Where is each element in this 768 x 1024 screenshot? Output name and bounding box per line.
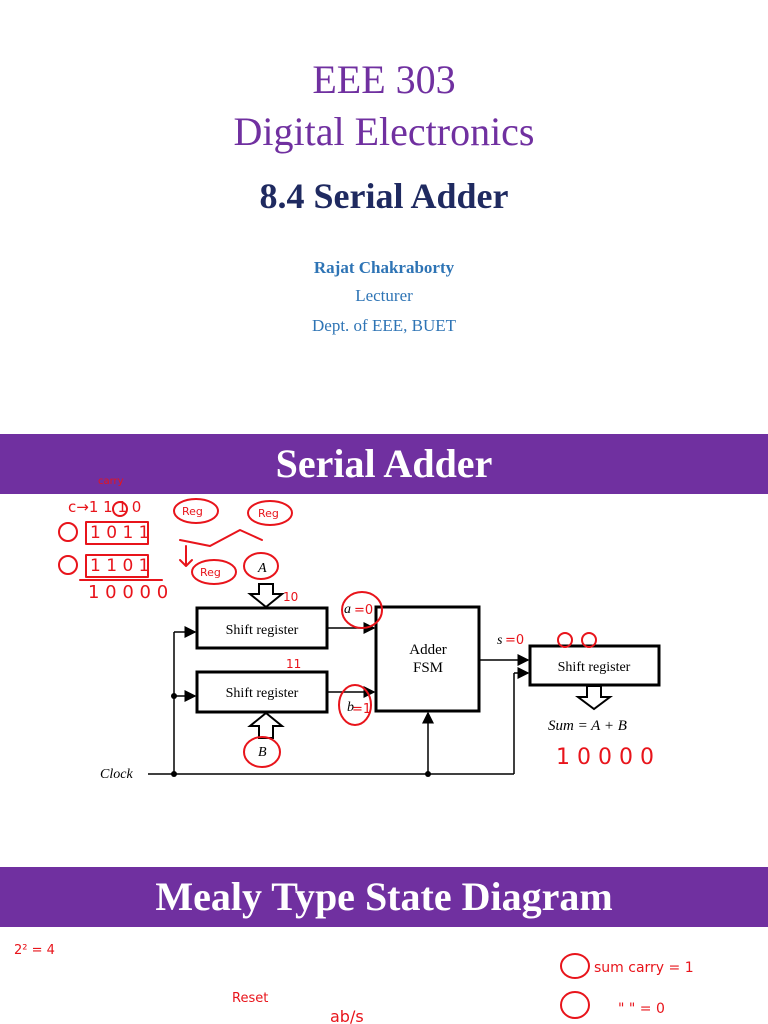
note-reset: Reset xyxy=(232,991,268,1006)
b-signal-label: b xyxy=(347,700,354,715)
course-code: EEE 303 xyxy=(312,57,456,102)
s-signal-label: s xyxy=(497,633,503,648)
mealy-banner: Mealy Type State Diagram xyxy=(0,867,768,927)
note-reg-3: Reg xyxy=(200,566,221,579)
handwritten-annotations: carry c→1 1 1 0 1 0 1 1 1 1 0 1 1 0 0 0 … xyxy=(14,476,694,1024)
shift-register-b-label: Shift register xyxy=(226,686,299,701)
course-title: Digital Electronics xyxy=(233,109,535,154)
a-signal-label: a xyxy=(344,602,351,617)
adder-fsm-label-2: FSM xyxy=(413,660,443,676)
shift-register-a-label: Shift register xyxy=(226,623,299,638)
shift-register-sum-label: Shift register xyxy=(558,660,631,675)
note-b-row: 1 1 0 1 xyxy=(90,556,149,576)
note-reg-2: Reg xyxy=(258,507,279,520)
note-s-value: =0 xyxy=(505,633,524,648)
note-reg-1: Reg xyxy=(182,505,203,518)
sum-equation: Sum = A + B xyxy=(548,718,627,734)
adder-fsm-label-1: Adder xyxy=(409,642,447,658)
input-b-label: B xyxy=(258,745,267,760)
author-role: Lecturer xyxy=(355,286,413,305)
input-b-arrow xyxy=(247,711,285,739)
section-title: 8.4 Serial Adder xyxy=(259,176,509,216)
input-a-arrow xyxy=(247,583,285,609)
clock-label: Clock xyxy=(100,767,133,782)
note-a-value: =0 xyxy=(354,603,373,618)
sum-arrow xyxy=(575,685,613,711)
note-sum-value: 1 0 0 0 0 xyxy=(556,745,654,770)
author-name: Rajat Chakraborty xyxy=(313,258,455,277)
serial-adder-banner: Serial Adder xyxy=(0,434,768,494)
adder-fsm xyxy=(374,605,481,713)
note-abs: ab/s xyxy=(330,1007,364,1024)
note-sum-carry: sum carry = 1 xyxy=(594,960,694,976)
note-carry: carry xyxy=(98,476,124,487)
note-a-row: 1 0 1 1 xyxy=(90,523,149,543)
note-b-value: =1 xyxy=(352,702,371,717)
note-result-row: 1 0 0 0 0 xyxy=(88,582,168,603)
shift-register-b xyxy=(195,670,329,714)
note-eleven: 11 xyxy=(286,657,301,671)
note-power: 2² = 4 xyxy=(14,943,55,958)
note-c-row: " " = 0 xyxy=(618,1001,665,1017)
author-dept: Dept. of EEE, BUET xyxy=(312,316,456,335)
input-a-label: A xyxy=(257,561,267,576)
shift-register-a xyxy=(195,606,329,650)
note-carry-row: c→1 1 1 0 xyxy=(68,498,141,516)
note-ten: 10 xyxy=(283,590,298,604)
